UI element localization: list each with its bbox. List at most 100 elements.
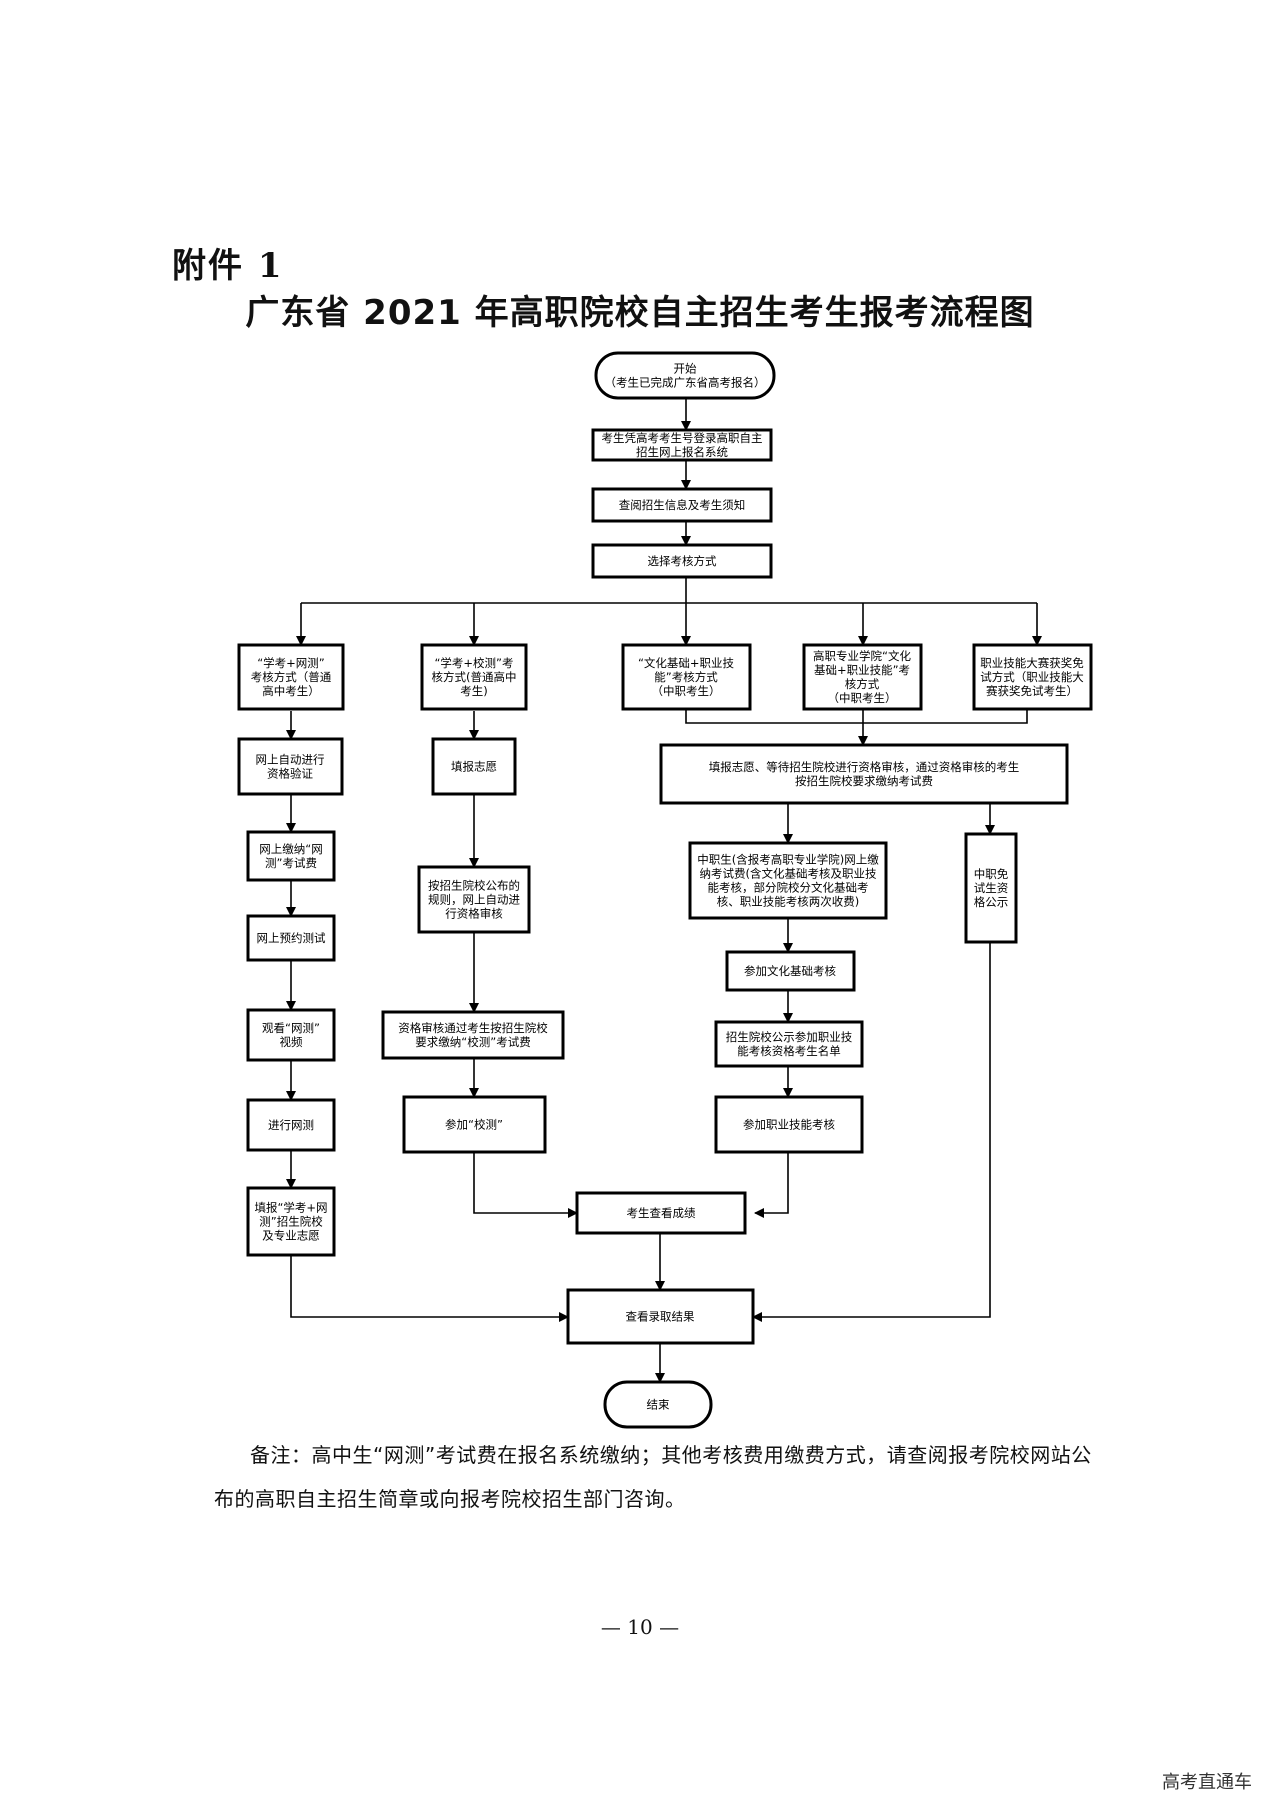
node-text-line: 网上自动进行 [256, 753, 325, 767]
node-text-line: 及专业志愿 [262, 1229, 320, 1243]
node-text-line: 核方式 [845, 677, 880, 691]
connector-schooltest-score [473, 1152, 578, 1218]
node-text-line: 赛获奖免试考生） [986, 684, 1078, 698]
node-c1-book: 网上预约测试 [246, 914, 336, 962]
svg-text:参加“校测”: 参加“校测” [445, 1118, 503, 1132]
node-text-line: 中职生(含报考高职专业学院)网上缴 [697, 853, 879, 867]
connector-mode3-5-merge [685, 709, 1028, 724]
node-c2-fill: 填报志愿 [431, 737, 517, 796]
node-text-line: （考生已完成广东省高考报名） [605, 376, 766, 390]
node-text-line: 观看“网测” [262, 1021, 320, 1035]
node-result: 查看录取结果 [566, 1288, 755, 1345]
node-c1-watch: 观看“网测”视频 [246, 1008, 336, 1062]
node-text-line: 资格验证 [267, 767, 313, 781]
flowchart-connectors [286, 398, 1042, 1383]
node-text-line: 结束 [647, 1398, 670, 1412]
node-text-line: 参加“校测” [445, 1118, 503, 1132]
node-score: 考生查看成绩 [575, 1191, 747, 1235]
node-text-line: 规则，网上自动进 [428, 893, 520, 907]
node-c1-apply: 填报“学考+网测”招生院校及专业志愿 [246, 1186, 336, 1257]
node-c2-review: 按招生院校公布的规则，网上自动进行资格审核 [417, 865, 531, 934]
node-choose-mode: 选择考核方式 [591, 543, 773, 579]
node-text-line: 按招生院校公布的 [428, 879, 520, 893]
node-text-line: 视频 [280, 1035, 303, 1049]
svg-text:招生院校公示参加职业技能考核资格考生名单: 招生院校公示参加职业技能考核资格考生名单 [726, 1030, 853, 1058]
node-text-line: 考生查看成绩 [627, 1206, 696, 1220]
node-text-line: “文化基础+职业技 [638, 656, 735, 670]
node-text-line: 网上缴纳“网 [259, 842, 322, 856]
svg-text:填报志愿、等待招生院校进行资格审核，通过资格审核的考生按招生: 填报志愿、等待招生院校进行资格审核，通过资格审核的考生按招生院校要求缴纳考试费 [709, 760, 1020, 788]
node-c5-public: 中职免试生资格公示 [964, 832, 1018, 944]
node-text-line: 按招生院校要求缴纳考试费 [795, 774, 933, 788]
node-text-line: 格公示 [974, 895, 1009, 909]
node-c2-test: 参加“校测” [402, 1095, 547, 1154]
svg-text:参加职业技能考核: 参加职业技能考核 [743, 1118, 835, 1132]
node-text-line: 基础+职业技能”考 [814, 663, 910, 677]
node-text-line: 资格审核通过考生按招生院校 [398, 1021, 548, 1035]
svg-text:“学考+网测”考核方式（普通高中考生）: “学考+网测”考核方式（普通高中考生） [251, 656, 332, 698]
node-c3-fill: 填报志愿、等待招生院校进行资格审核，通过资格审核的考生按招生院校要求缴纳考试费 [659, 743, 1069, 805]
node-text-line: 填报志愿 [451, 760, 497, 774]
node-text-line: 选择考核方式 [648, 554, 717, 568]
svg-text:选择考核方式: 选择考核方式 [648, 554, 717, 568]
node-text-line: “学考+网测” [257, 656, 325, 670]
node-text-line: 核方式(普通高中 [432, 670, 517, 684]
node-c3-culture: 参加文化基础考核 [725, 950, 856, 992]
node-mode-4: 高职专业学院“文化基础+职业技能”考核方式（中职考生） [802, 643, 923, 711]
node-text-line: 填报“学考+网 [254, 1201, 327, 1215]
node-end: 结束 [603, 1380, 713, 1429]
svg-text:按招生院校公布的规则，网上自动进行资格审核: 按招生院校公布的规则，网上自动进行资格审核 [428, 879, 520, 921]
node-text-line: 网上预约测试 [257, 931, 326, 945]
node-text-line: 能考核，部分院校分文化基础考 [708, 881, 869, 895]
node-text-line: 考核方式（普通 [251, 670, 332, 684]
node-text-line: 填报志愿、等待招生院校进行资格审核，通过资格审核的考生 [709, 760, 1020, 774]
node-text-line: 考生凭高考考生号登录高职自主 [602, 431, 763, 445]
svg-text:考生凭高考考生号登录高职自主招生网上报名系统: 考生凭高考考生号登录高职自主招生网上报名系统 [602, 431, 763, 459]
node-text-line: 招生网上报名系统 [636, 445, 728, 459]
node-mode-2: “学考+校测”考核方式(普通高中考生) [420, 643, 528, 711]
svg-text:网上自动进行资格验证: 网上自动进行资格验证 [256, 753, 325, 781]
node-text-line: 职业技能大赛获奖免 [980, 656, 1084, 670]
svg-text:结束: 结束 [647, 1398, 670, 1412]
node-text-line: 查阅招生信息及考生须知 [619, 498, 746, 512]
footnote: 备注：高中生“网测”考试费在报名系统缴纳；其他考核费用缴费方式，请查阅报考院校网… [214, 1443, 1092, 1511]
node-text-line: 要求缴纳“校测”考试费 [415, 1035, 530, 1049]
node-c3-list: 招生院校公示参加职业技能考核资格考生名单 [714, 1020, 864, 1068]
node-c1-test: 进行网测 [246, 1098, 336, 1152]
node-c1-verify: 网上自动进行资格验证 [237, 737, 344, 796]
node-text-line: （中职考生） [652, 684, 721, 698]
node-text-line: 高职专业学院“文化 [813, 649, 911, 663]
node-text-line: 试方式（职业技能大 [980, 670, 1084, 684]
svg-text:高职专业学院“文化基础+职业技能”考核方式（中职考生）: 高职专业学院“文化基础+职业技能”考核方式（中职考生） [813, 649, 911, 705]
svg-text:“学考+校测”考核方式(普通高中考生): “学考+校测”考核方式(普通高中考生) [432, 656, 517, 698]
node-mode-3: “文化基础+职业技能”考核方式（中职考生） [621, 643, 752, 711]
svg-text:“文化基础+职业技能”考核方式（中职考生）: “文化基础+职业技能”考核方式（中职考生） [638, 656, 735, 698]
node-text-line: 测”考试费 [265, 856, 317, 870]
node-c2-pay: 资格审核通过考生按招生院校要求缴纳“校测”考试费 [381, 1010, 565, 1060]
svg-text:职业技能大赛获奖免试方式（职业技能大赛获奖免试考生）: 职业技能大赛获奖免试方式（职业技能大赛获奖免试考生） [980, 656, 1084, 698]
node-c3-skill: 参加职业技能考核 [714, 1095, 864, 1154]
svg-text:填报“学考+网测”招生院校及专业志愿: 填报“学考+网测”招生院校及专业志愿 [254, 1201, 327, 1243]
node-text-line: 中职免 [974, 867, 1009, 881]
node-text-line: 参加文化基础考核 [744, 964, 836, 978]
node-text-line: 开始 [674, 362, 697, 376]
node-mode-1: “学考+网测”考核方式（普通高中考生） [237, 643, 345, 711]
svg-text:进行网测: 进行网测 [268, 1118, 314, 1132]
node-text-line: 能考核资格考生名单 [737, 1044, 841, 1058]
node-text-line: 招生院校公示参加职业技 [726, 1030, 853, 1044]
node-text-line: （中职考生） [828, 691, 897, 705]
watermark: 高考直通车 [1162, 1772, 1252, 1793]
svg-text:资格审核通过考生按招生院校要求缴纳“校测”考试费: 资格审核通过考生按招生院校要求缴纳“校测”考试费 [398, 1021, 548, 1049]
node-mode-5: 职业技能大赛获奖免试方式（职业技能大赛获奖免试考生） [972, 643, 1093, 711]
page-title: 广东省 2021 年高职院校自主招生考生报考流程图 [245, 293, 1035, 333]
node-c1-pay: 网上缴纳“网测”考试费 [246, 830, 336, 882]
node-c3-pay: 中职生(含报考高职专业学院)网上缴纳考试费(含文化基础考核及职业技能考核，部分院… [688, 841, 888, 920]
node-text-line: 考生) [460, 684, 488, 698]
node-read-info: 查阅招生信息及考生须知 [591, 487, 773, 523]
node-text-line: 能”考核方式 [654, 670, 718, 684]
connector-skill-score [754, 1152, 789, 1218]
node-text-line: 参加职业技能考核 [743, 1118, 835, 1132]
svg-text:填报志愿: 填报志愿 [451, 760, 497, 774]
